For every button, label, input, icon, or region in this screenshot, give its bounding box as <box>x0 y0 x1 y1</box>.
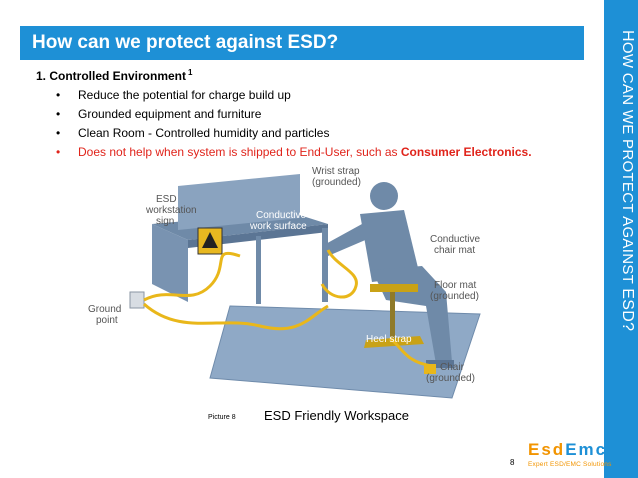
logo-part-emc: Emc <box>565 440 608 459</box>
desk-leg <box>256 236 261 304</box>
desk-leg <box>322 228 328 302</box>
picture-number: Picture 8 <box>208 414 236 421</box>
ground-cord <box>143 251 241 302</box>
label-heel-strap: Heel strap <box>366 334 412 345</box>
desk-back-panel <box>178 174 300 230</box>
person-head <box>370 182 398 210</box>
page-number: 8 <box>510 458 515 467</box>
person-torso <box>360 210 420 282</box>
slide-title: How can we protect against ESD? <box>32 32 339 53</box>
chair-seat <box>370 284 418 292</box>
label-workstation-sign: ESD workstation sign <box>145 194 199 227</box>
ground-point-plate <box>129 291 145 309</box>
label-chair: Chair (grounded) <box>426 362 475 384</box>
side-title-middle: OW CAN WE PROTECT AGAINST <box>619 41 636 289</box>
bullet-item-warning: Does not help when system is shipped to … <box>56 143 532 162</box>
desk-panel <box>152 224 188 302</box>
label-conductive-surface: Conductive work surface <box>249 210 309 232</box>
section-heading-footnote: 1 <box>188 68 193 77</box>
company-logo: EsdEmc Expert ESD/EMC Solutions <box>528 440 612 468</box>
label-ground-point: Ground point <box>88 304 124 326</box>
figure-caption: ESD Friendly Workspace <box>264 408 409 423</box>
side-title-tail: ESD? <box>619 288 636 332</box>
side-title: HOW CAN WE PROTECT AGAINST ESD? <box>606 30 636 331</box>
chair-post <box>390 292 395 338</box>
bullet-item: Clean Room - Controlled humidity and par… <box>56 124 532 143</box>
bullet-item: Reduce the potential for charge build up <box>56 86 532 105</box>
section-heading-text: 1. Controlled Environment <box>36 69 187 83</box>
label-floor-mat: Floor mat (grounded) <box>430 280 479 302</box>
label-wrist-strap: Wrist strap (grounded) <box>312 166 362 188</box>
logo-wordmark: EsdEmc <box>528 440 612 460</box>
wrist-strap-cord <box>320 249 358 299</box>
ground-cord <box>143 302 329 331</box>
warning-text: Does not help when system is shipped to … <box>78 145 401 159</box>
heel-strap <box>424 364 436 374</box>
esd-warning-icon <box>202 232 218 248</box>
title-bar: How can we protect against ESD? <box>20 26 584 60</box>
warning-emphasis: Consumer Electronics. <box>400 145 532 159</box>
bullet-list: Reduce the potential for charge build up… <box>56 86 532 162</box>
person-arm <box>322 224 370 256</box>
person-foot <box>426 360 454 368</box>
logo-tagline: Expert ESD/EMC Solutions <box>528 461 612 468</box>
bullet-item: Grounded equipment and furniture <box>56 105 532 124</box>
side-bar <box>604 0 638 478</box>
logo-part-esd: Esd <box>528 440 566 459</box>
esd-workspace-illustration: ESD workstation sign Wrist strap (ground… <box>88 166 483 399</box>
side-title-initial: H <box>619 30 636 42</box>
label-chair-mat: Conductive chair mat <box>430 234 483 256</box>
